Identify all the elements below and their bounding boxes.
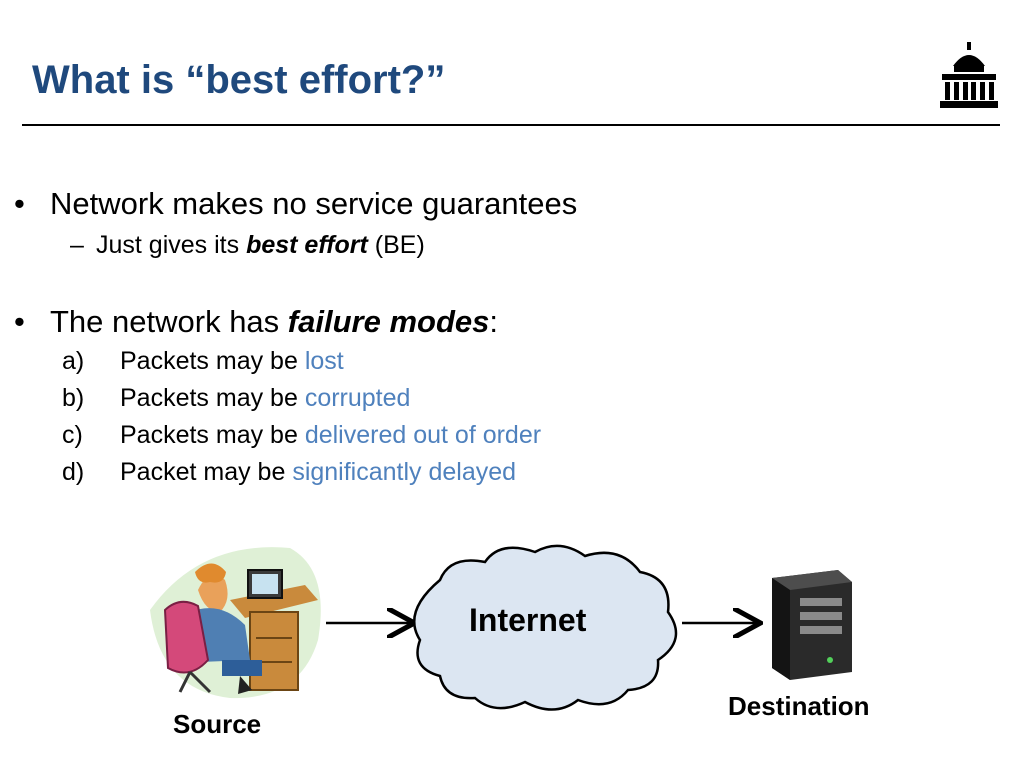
list-highlight: delivered out of order	[304, 421, 542, 449]
slide-title: What is “best effort?”	[32, 58, 446, 102]
destination-label: Destination	[728, 691, 870, 721]
bullet-no-guarantees: • Network makes no service guarantees	[14, 186, 577, 222]
list-marker: d)	[62, 458, 85, 486]
bullet-failure-modes: • The network has failure modes:	[14, 304, 498, 340]
bullet-emphasis: failure modes	[287, 304, 490, 339]
title-divider	[22, 124, 1000, 126]
list-item-corrupted: b) Packets may be corrupted	[62, 384, 410, 413]
internet-cloud	[412, 544, 678, 711]
list-marker: c)	[62, 421, 83, 449]
list-item-lost: a) Packets may be lost	[62, 347, 344, 376]
list-text: Packets may be	[120, 421, 305, 449]
sub-bullet-best-effort: –Just gives its best effort (BE)	[70, 231, 425, 260]
list-item-delayed: d) Packet may be significantly delayed	[62, 458, 516, 487]
list-text: Packets may be	[120, 347, 305, 375]
list-text: Packet may be	[120, 458, 293, 486]
internet-label: Internet	[469, 602, 587, 638]
list-marker: b)	[62, 384, 85, 412]
server-tower-icon	[772, 570, 852, 680]
bullet-text: Network makes no service guarantees	[50, 186, 578, 221]
list-highlight: lost	[304, 347, 344, 375]
list-highlight: significantly delayed	[292, 458, 517, 486]
sub-bullet-emphasis: best effort	[246, 231, 368, 259]
bullet-suffix: :	[489, 304, 498, 339]
bullet-dot: •	[14, 186, 25, 221]
sub-bullet-dash: –	[70, 231, 84, 259]
bullet-prefix: The network has	[50, 304, 288, 339]
person-at-computer-icon	[150, 547, 321, 699]
list-item-out-of-order: c) Packets may be delivered out of order	[62, 421, 541, 450]
sub-bullet-suffix: (BE)	[367, 231, 425, 259]
source-label: Source	[173, 709, 262, 739]
list-text: Packets may be	[120, 384, 305, 412]
list-marker: a)	[62, 347, 85, 375]
sub-bullet-prefix: Just gives its	[96, 231, 247, 259]
bullet-dot: •	[14, 304, 25, 339]
list-highlight: corrupted	[304, 384, 411, 412]
capitol-building-icon	[940, 42, 998, 108]
